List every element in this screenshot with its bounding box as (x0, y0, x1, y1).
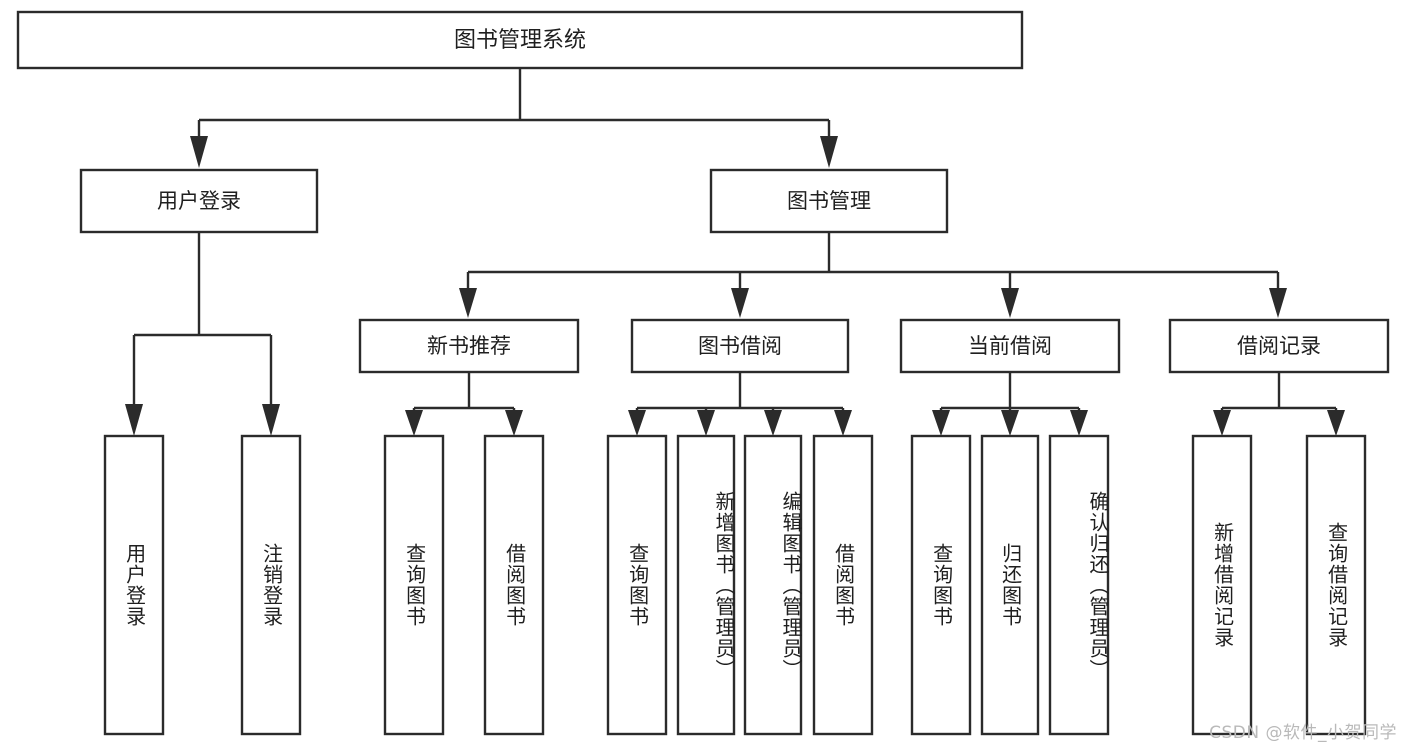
node-leaf-query-book-3-box[interactable] (910, 434, 972, 736)
node-leaf-query-record-box[interactable] (1305, 434, 1367, 736)
node-leaf-add-record-box[interactable] (1191, 434, 1253, 736)
node-leaf-confirm-return-box[interactable] (1048, 434, 1110, 736)
node-root-box[interactable] (16, 10, 1024, 70)
arrow-head-icon (459, 288, 477, 318)
arrow-head-icon (1269, 288, 1287, 318)
node-user-login[interactable]: 用户登录 (79, 168, 319, 234)
arrow-head-icon (505, 410, 523, 436)
node-root-label: 图书管理系统 (454, 28, 586, 53)
connector-current-borrow-bus (932, 372, 1088, 436)
arrow-head-icon (1327, 410, 1345, 436)
connector-borrow-record-bus (1213, 372, 1345, 436)
node-new-book-recommend-box[interactable] (358, 318, 580, 374)
connector-new-book-recommend-bus (405, 372, 523, 436)
node-leaf-query-book-2-box[interactable] (606, 434, 668, 736)
arrow-head-icon (262, 404, 280, 436)
node-leaf-borrow-book-1-box[interactable] (483, 434, 545, 736)
arrow-head-icon (125, 404, 143, 436)
node-book-borrow-label: 图书借阅 (698, 334, 782, 358)
node-book-borrow-box[interactable] (630, 318, 850, 374)
node-leaf-add-book-box[interactable] (676, 434, 736, 736)
arrow-head-icon (834, 410, 852, 436)
arrow-head-icon (1070, 410, 1088, 436)
node-new-book-recommend[interactable]: 新书推荐 (358, 318, 580, 374)
node-leaf-query-book-1-box[interactable] (383, 434, 445, 736)
arrow-head-icon (405, 410, 423, 436)
arrow-head-icon (932, 410, 950, 436)
watermark-text: CSDN @软件_小贺同学 (1209, 723, 1397, 743)
connector-book-borrow-bus (628, 372, 852, 436)
node-leaf-return-book-box[interactable] (980, 434, 1040, 736)
node-book-borrow[interactable]: 图书借阅 (630, 318, 850, 374)
connector-root-bus (190, 68, 838, 168)
node-borrow-record[interactable]: 借阅记录 (1168, 318, 1390, 374)
node-leaf-borrow-book-2-box[interactable] (812, 434, 874, 736)
arrow-head-icon (1001, 410, 1019, 436)
node-current-borrow-box[interactable] (899, 318, 1121, 374)
node-root[interactable]: 图书管理系统 (16, 10, 1024, 70)
node-leaf-edit-book-box[interactable] (743, 434, 803, 736)
node-borrow-record-label: 借阅记录 (1237, 334, 1321, 358)
arrow-head-icon (764, 410, 782, 436)
node-user-login-label: 用户登录 (157, 189, 241, 213)
node-book-manage-box[interactable] (709, 168, 949, 234)
connector-book-manage-bus (459, 232, 1287, 318)
arrow-head-icon (697, 410, 715, 436)
arrow-head-icon (1001, 288, 1019, 318)
node-current-borrow-label: 当前借阅 (968, 334, 1052, 358)
node-borrow-record-box[interactable] (1168, 318, 1390, 374)
arrow-head-icon (628, 410, 646, 436)
node-current-borrow[interactable]: 当前借阅 (899, 318, 1121, 374)
node-new-book-recommend-label: 新书推荐 (427, 334, 511, 358)
arrow-head-icon (820, 136, 838, 168)
node-book-manage[interactable]: 图书管理 (709, 168, 949, 234)
node-book-manage-label: 图书管理 (787, 189, 871, 213)
node-leaf-user-login-box[interactable] (103, 434, 165, 736)
node-leaf-logout-login-box[interactable] (240, 434, 302, 736)
arrow-head-icon (190, 136, 208, 168)
arrow-head-icon (731, 288, 749, 318)
connector-user-login-bus (125, 232, 280, 436)
arrow-head-icon (1213, 410, 1231, 436)
